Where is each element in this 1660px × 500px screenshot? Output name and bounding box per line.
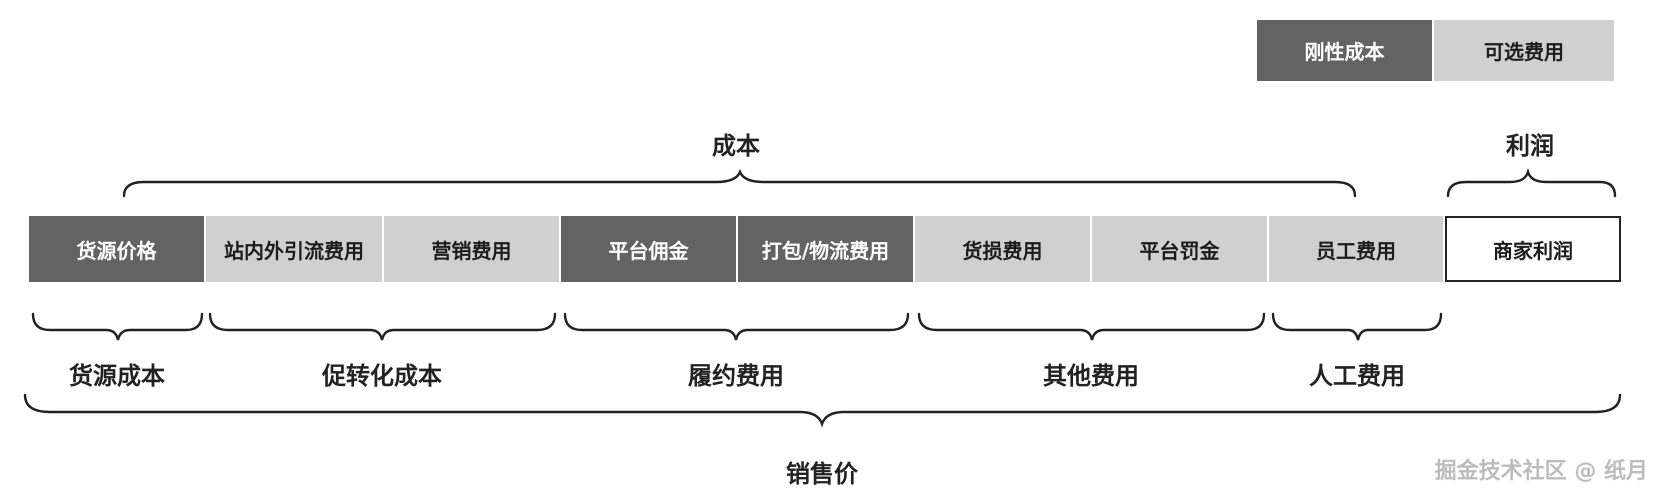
segment-marketing-fee: 营销费用 bbox=[384, 216, 559, 282]
segment-platform-commission: 平台佣金 bbox=[561, 216, 736, 282]
segment-merchant-profit: 商家利润 bbox=[1445, 216, 1621, 282]
segment-packing-logistics: 打包/物流费用 bbox=[738, 216, 913, 282]
watermark: 掘金技术社区 @ 纸月 bbox=[1434, 459, 1648, 484]
brace-other-cost bbox=[917, 312, 1266, 341]
group-label-source-cost: 货源成本 bbox=[69, 362, 165, 390]
legend-optional-cost: 可选费用 bbox=[1434, 20, 1614, 81]
segment-source-price: 货源价格 bbox=[29, 216, 204, 282]
brace-sale-price bbox=[23, 393, 1622, 428]
cost-label: 成本 bbox=[712, 132, 760, 160]
sale-price-label: 销售价 bbox=[786, 460, 858, 488]
group-label-other-cost: 其他费用 bbox=[1043, 362, 1139, 390]
brace-labor-cost bbox=[1271, 312, 1443, 341]
profit-label: 利润 bbox=[1506, 132, 1554, 160]
segment-platform-penalty: 平台罚金 bbox=[1092, 216, 1267, 282]
group-label-fulfillment-cost: 履约费用 bbox=[688, 362, 784, 390]
brace-cost bbox=[122, 168, 1357, 198]
brace-profit bbox=[1446, 167, 1617, 198]
segment-traffic-fee: 站内外引流费用 bbox=[206, 216, 382, 282]
brace-conversion-cost bbox=[208, 312, 557, 341]
legend-rigid-cost: 刚性成本 bbox=[1257, 20, 1432, 81]
segment-staff-fee: 员工费用 bbox=[1269, 216, 1443, 282]
segment-damage-fee: 货损费用 bbox=[915, 216, 1090, 282]
brace-fulfillment-cost bbox=[563, 312, 910, 341]
group-label-labor-cost: 人工费用 bbox=[1309, 362, 1405, 390]
group-label-conversion-cost: 促转化成本 bbox=[322, 362, 442, 390]
brace-source-cost bbox=[31, 312, 204, 341]
